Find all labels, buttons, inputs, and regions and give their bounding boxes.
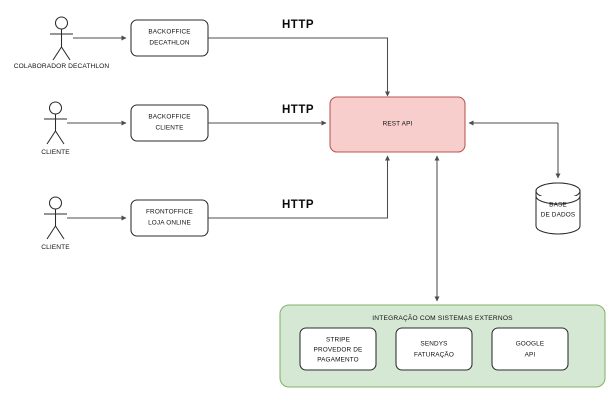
- http-label-middle: HTTP: [282, 104, 314, 116]
- node-backoffice-decathlon: BACKOFFICE DECATHLON: [130, 19, 209, 57]
- actor-body-icon: [44, 209, 67, 240]
- node-stripe-line2: PROVEDOR DE: [314, 347, 363, 354]
- node-rest-api: REST API: [329, 96, 466, 153]
- node-google: GOOGLE API: [491, 327, 569, 371]
- actor-body-icon: [44, 114, 67, 145]
- node-stripe-line3: PAGAMENTO: [317, 357, 359, 364]
- edge-frontoffice-to-api: [208, 155, 391, 219]
- actor-cliente-backoffice-label: CLIENTE: [41, 149, 70, 156]
- panel-integracao-sistemas-externos: INTEGRAÇÃO COM SISTEMAS EXTERNOS STRIPE …: [279, 304, 606, 388]
- node-stripe: STRIPE PROVEDOR DE PAGAMENTO: [299, 327, 377, 371]
- node-google-line1: GOOGLE: [516, 341, 545, 348]
- node-rest-api-shape: [329, 96, 466, 153]
- node-base-de-dados: BASE DE DADOS: [535, 182, 581, 235]
- node-frontoffice-loja-online-line2: LOJA ONLINE: [148, 220, 191, 227]
- actor-head-icon: [48, 101, 63, 115]
- node-backoffice-cliente: BACKOFFICE CLIENTE: [130, 104, 209, 142]
- node-backoffice-cliente-line2: CLIENTE: [155, 125, 183, 132]
- actor-cliente-frontoffice: CLIENTE: [41, 196, 70, 251]
- actor-colaborador-decathlon: COLABORADOR DECATHLON: [14, 16, 110, 70]
- node-sendys-line1: SENDYS: [420, 341, 447, 348]
- node-backoffice-cliente-shape: [130, 104, 209, 142]
- node-google-shape: [491, 327, 569, 371]
- node-rest-api-label: REST API: [383, 121, 413, 128]
- node-stripe-shape: [299, 327, 377, 371]
- http-label-bottom: HTTP: [282, 199, 314, 211]
- actor-cliente-frontoffice-label: CLIENTE: [41, 244, 70, 251]
- node-database-rim-icon: [535, 195, 581, 205]
- actor-head-icon: [54, 16, 69, 30]
- node-google-line2: API: [525, 352, 536, 359]
- node-sendys: SENDYS FATURAÇÃO: [395, 327, 473, 371]
- node-sendys-shape: [395, 327, 473, 371]
- edge-backoffice-decathlon-to-api: [208, 37, 391, 97]
- node-backoffice-decathlon-shape: [130, 19, 209, 57]
- node-frontoffice-loja-online-line1: FRONTOFFICE: [146, 209, 193, 216]
- actor-head-icon: [48, 196, 63, 210]
- panel-integration-title: INTEGRAÇÃO COM SISTEMAS EXTERNOS: [372, 313, 513, 322]
- node-database-line2: DE DADOS: [541, 212, 576, 219]
- actor-colaborador-label: COLABORADOR DECATHLON: [14, 63, 110, 70]
- node-backoffice-cliente-line1: BACKOFFICE: [148, 114, 190, 121]
- node-backoffice-decathlon-line1: BACKOFFICE: [148, 29, 190, 36]
- node-stripe-line1: STRIPE: [326, 337, 350, 344]
- node-frontoffice-loja-online-shape: [130, 199, 209, 237]
- actor-body-icon: [50, 29, 73, 61]
- node-database-line1: BASE: [549, 202, 567, 209]
- node-sendys-line2: FATURAÇÃO: [414, 350, 454, 359]
- actor-cliente-backoffice: CLIENTE: [41, 101, 70, 156]
- http-label-top: HTTP: [282, 19, 314, 31]
- node-backoffice-decathlon-line2: DECATHLON: [149, 40, 190, 47]
- node-frontoffice-loja-online: FRONTOFFICE LOJA ONLINE: [130, 199, 209, 237]
